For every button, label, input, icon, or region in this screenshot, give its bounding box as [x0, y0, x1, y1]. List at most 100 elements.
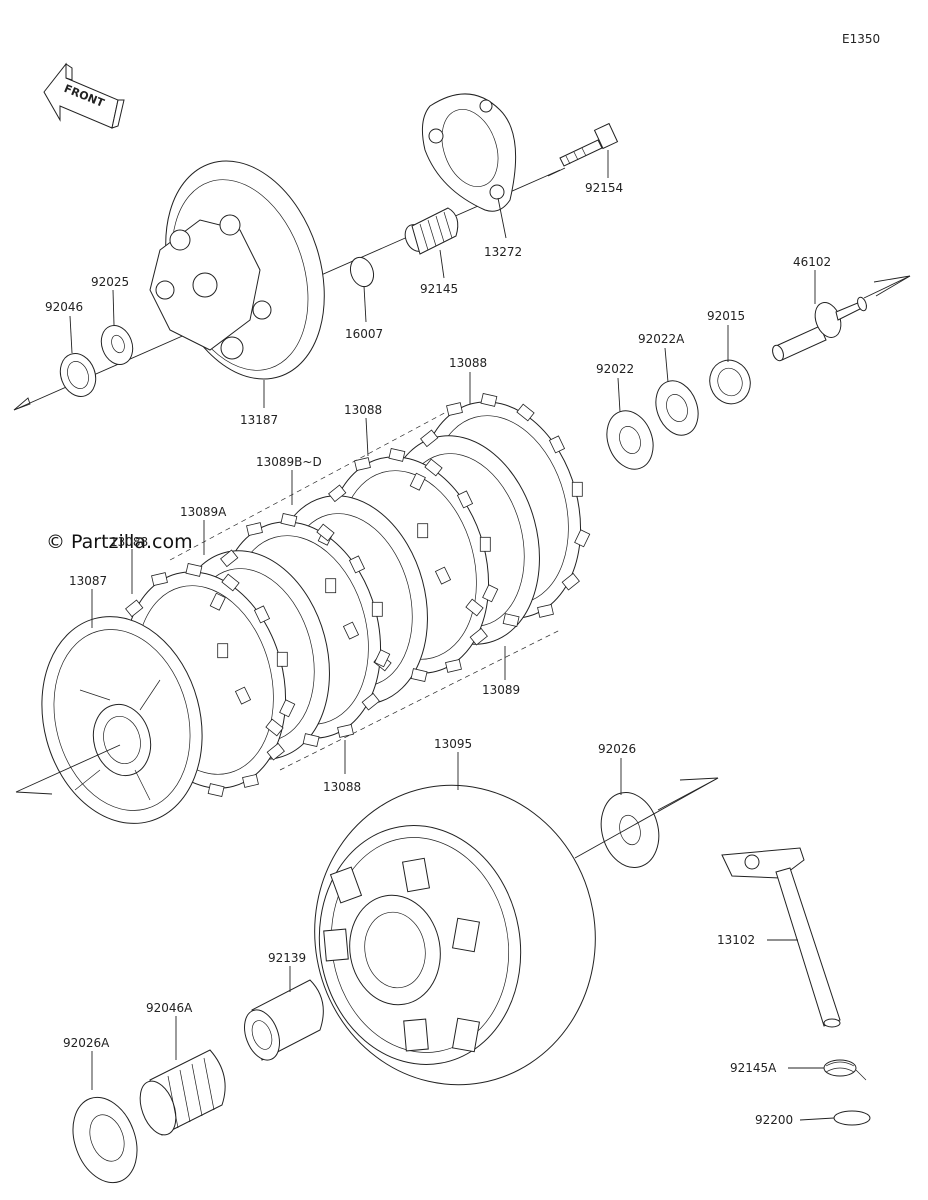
plate-tab [253, 605, 271, 624]
plate-tab [242, 773, 259, 788]
plate-tab [502, 613, 520, 628]
plate-tab [417, 523, 429, 539]
pressure-plate-13187 [149, 160, 325, 380]
watermark: © Partzilla.com [46, 531, 193, 553]
plate-tab [482, 584, 499, 603]
plate-tab [279, 699, 296, 718]
plate-tab [465, 598, 484, 617]
label-13088-top: 13088 [449, 356, 487, 370]
bolt-92154 [559, 122, 619, 167]
plate-tab [185, 562, 203, 577]
pushrod-46102 [772, 296, 867, 362]
plate-tab [316, 523, 335, 542]
plate-tab [266, 742, 285, 761]
diagram-code: E1350 [842, 32, 880, 46]
label-92145A: 92145A [730, 1061, 777, 1075]
label-92046: 92046 [45, 300, 83, 314]
needle-bearing-92046A [139, 1049, 226, 1136]
label-13088-bottom: 13088 [323, 780, 361, 794]
label-16007: 16007 [345, 327, 383, 341]
ring-16007 [349, 256, 375, 288]
plate-tab [125, 599, 144, 618]
plate-tab [207, 783, 225, 798]
plate-tab [221, 573, 240, 592]
label-92046A: 92046A [146, 1001, 193, 1015]
label-92026A: 92026A [63, 1036, 110, 1050]
washer-92025 [100, 325, 134, 365]
plate-tab [446, 402, 463, 417]
spring-92145 [404, 207, 459, 255]
label-92015: 92015 [707, 309, 745, 323]
label-92139: 92139 [268, 951, 306, 965]
label-92022: 92022 [596, 362, 634, 376]
label-13089: 13089 [482, 683, 520, 697]
plate-tab [220, 549, 239, 568]
label-13102: 13102 [717, 933, 755, 947]
plate-tab [409, 472, 426, 491]
plate-tab [217, 643, 229, 659]
washer-92026 [600, 792, 660, 868]
clutch-hub-13087 [41, 616, 203, 824]
clutch-plate-stack [114, 392, 591, 798]
plate-tab [348, 555, 366, 574]
spring-92145A [823, 1059, 867, 1081]
plate-tab [434, 566, 452, 585]
plate-tab [445, 658, 462, 673]
plate-tab [337, 723, 354, 738]
label-92200: 92200 [755, 1113, 793, 1127]
plate-tab [342, 621, 360, 640]
plate-tab [325, 578, 337, 594]
part-labels: 92154 13272 92145 16007 92025 92046 1318… [45, 150, 835, 1127]
label-92022A: 92022A [638, 332, 685, 346]
label-13095: 13095 [434, 737, 472, 751]
plate-tab [410, 668, 428, 683]
nut-92015 [709, 359, 751, 405]
release-lever-13102 [721, 847, 841, 1028]
plate-tab [328, 484, 347, 503]
plate-tab [388, 447, 406, 462]
label-92026: 92026 [598, 742, 636, 756]
label-13089BD: 13089B~D [256, 455, 322, 469]
label-13087: 13087 [69, 574, 107, 588]
plate-tab [371, 601, 383, 617]
plate-tab [234, 686, 252, 705]
plate-tab [424, 458, 443, 477]
washer-92200 [833, 1110, 871, 1126]
plate-tab [374, 649, 391, 668]
plate-tab [302, 733, 320, 748]
clutch-housing-13095 [314, 784, 596, 1086]
plate-tab [361, 692, 380, 711]
plate-tab [246, 522, 263, 537]
plate-tab [456, 490, 474, 509]
plate-tab [574, 529, 591, 548]
plate-tab [548, 435, 566, 454]
washer-92026A [72, 1096, 138, 1184]
label-13089A: 13089A [180, 505, 227, 519]
plate-tab [354, 457, 371, 472]
bearing-92046 [59, 353, 97, 397]
label-92025: 92025 [91, 275, 129, 289]
label-46102: 46102 [793, 255, 831, 269]
plate-tab [420, 429, 439, 448]
plate-tab [280, 512, 298, 527]
plate-tab [571, 481, 583, 497]
label-92154: 92154 [585, 181, 623, 195]
label-13272: 13272 [484, 245, 522, 259]
plate-tab [480, 392, 498, 407]
label-92145: 92145 [420, 282, 458, 296]
plate-tab [265, 718, 284, 737]
washer-92022 [606, 410, 654, 470]
label-13088-left: 13088 [110, 535, 148, 549]
plate-tab [479, 536, 491, 552]
plate-tab [516, 403, 535, 422]
plate-tab [276, 651, 288, 667]
plate-tab [561, 572, 580, 591]
label-13187: 13187 [240, 413, 278, 427]
label-13088-upper: 13088 [344, 403, 382, 417]
plate-tab [537, 603, 554, 618]
sleeve-92139 [244, 979, 324, 1061]
plate-13272 [421, 93, 517, 212]
washer-92022A [655, 380, 699, 436]
front-arrow-icon: FRONT [43, 62, 125, 129]
